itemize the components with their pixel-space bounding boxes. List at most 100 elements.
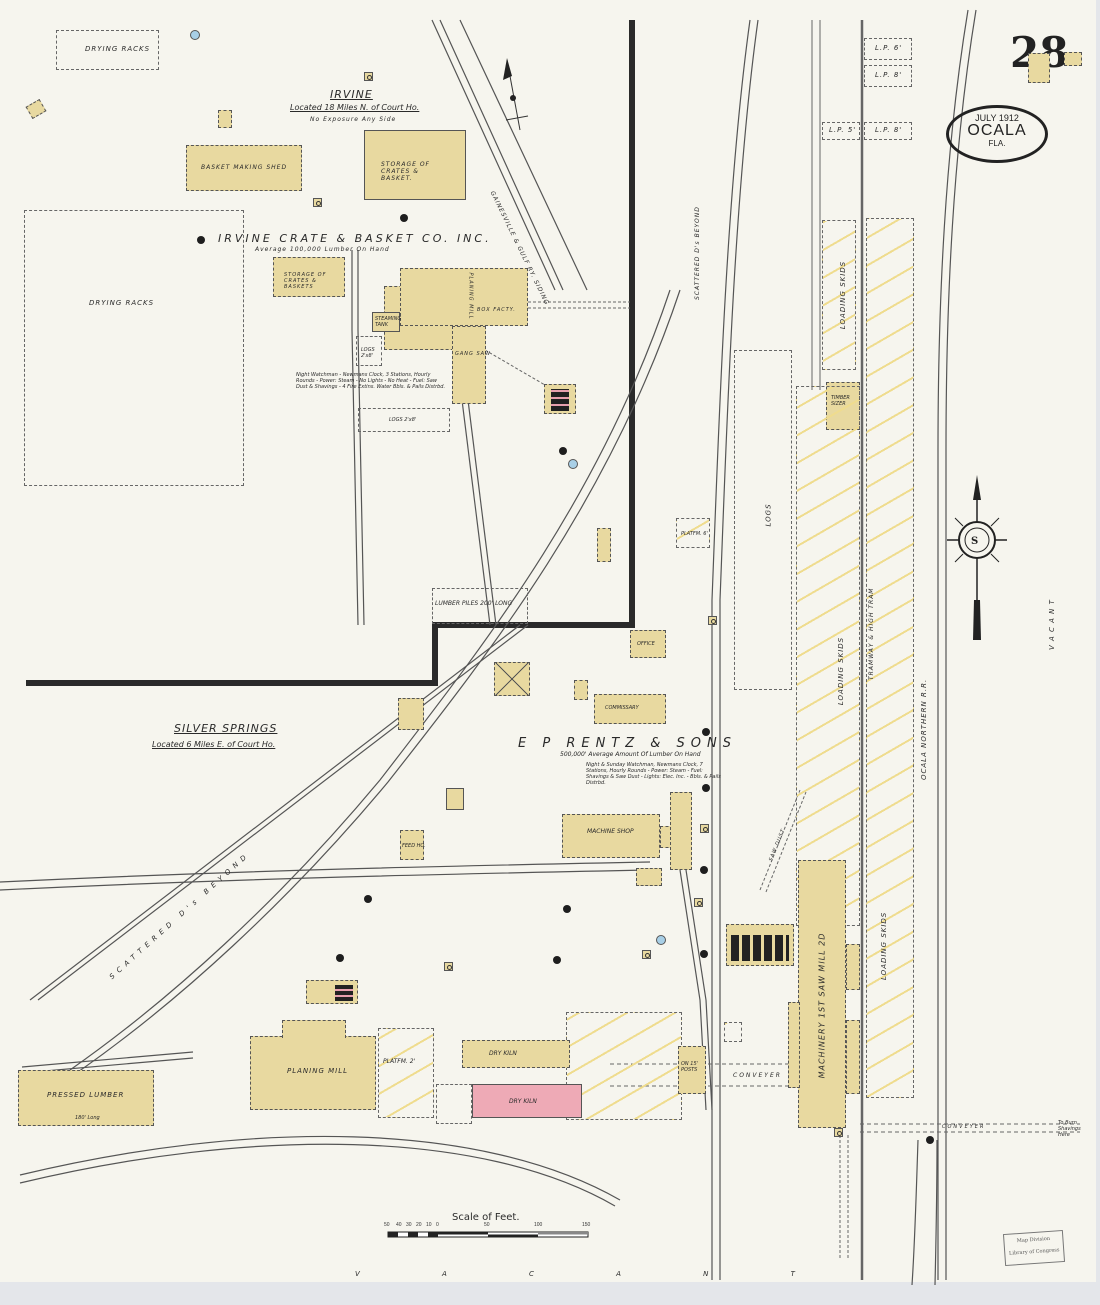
machine-shop-tower (670, 792, 692, 870)
platform-6-east (566, 1012, 682, 1120)
saw-mill: MACHINERY 1ST SAW MILL 2D (798, 860, 846, 1128)
blacksmith-shop (636, 868, 662, 886)
loading-skids-upper: LOADING SKIDS (822, 220, 856, 370)
title-ellipse: JULY 1912 OCALA FLA. (946, 105, 1048, 163)
lp-box-1: L.P. 6' (864, 38, 912, 60)
hydrant-icon (642, 950, 651, 959)
sheet-state: FLA. (988, 139, 1006, 148)
irvine-subtitle: Located 18 Miles N. of Court Ho. (290, 103, 420, 112)
hydrant-dot (702, 784, 710, 792)
lumber-piles: LUMBER PILES 200' LONG (432, 588, 528, 624)
platform-6: PLATFM. 6' (676, 518, 710, 548)
scattered-beyond-label-1: SCATTERED D's BEYOND (694, 206, 701, 300)
drying-racks-large: DRYING RACKS (24, 210, 244, 486)
water-tank-icon (568, 459, 578, 469)
logs-area-1: LOGS 2'x8' (356, 336, 382, 366)
planing-mill: PLANING MILL (250, 1036, 376, 1110)
hydrant-dot (563, 905, 571, 913)
small-building-oil (218, 110, 232, 128)
water-tank-icon (656, 935, 666, 945)
boilers-small (335, 985, 353, 1001)
hydrant-dot (336, 954, 344, 962)
hydrant-dot (559, 447, 567, 455)
dry-kiln-1: DRY KILN (462, 1040, 570, 1068)
hydrant-icon (694, 898, 703, 907)
drying-racks-top: DRYING RACKS (56, 30, 159, 70)
silver-springs-subtitle: Located 6 Miles E. of Court Ho. (152, 740, 276, 749)
hydrant-icon (708, 616, 717, 625)
oil-house (446, 788, 464, 810)
logs-area-2: LOGS 2'x8' (358, 408, 450, 432)
rentz-fire-note: Night & Sunday Watchman, Newmans Clock, … (586, 762, 721, 786)
platform-small (724, 1022, 742, 1042)
hydrant-icon (700, 824, 709, 833)
hydrant-dot (197, 236, 205, 244)
exhaust-house (544, 384, 576, 414)
small-building-stack (597, 528, 611, 562)
irvine-note: No Exposure Any Side (310, 116, 397, 123)
hydrant-icon (313, 198, 322, 207)
conveyer-label: CONVEYER (733, 1072, 782, 1079)
irvine-company: IRVINE CRATE & BASKET CO. INC. (218, 232, 492, 245)
hydrant-icon (364, 72, 373, 81)
vacant-right-label: V A C A N T (1048, 599, 1056, 650)
lp-box-4: L.P. 8' (864, 122, 912, 140)
to-burn-label: To Burn Shavings Here (1058, 1120, 1081, 1138)
basket-making-shed: BASKET MAKING SHED (186, 145, 302, 191)
office: OFFICE (630, 630, 666, 658)
boiler-fireboxes (551, 389, 569, 411)
machine-shop: MACHINE SHOP (562, 814, 660, 858)
boilers (731, 935, 789, 961)
hydrant-dot (700, 950, 708, 958)
svg-text:S: S (971, 536, 978, 547)
water-tank-icon (190, 30, 200, 40)
sheet-date: JULY 1912 (975, 113, 1019, 123)
irvine-lumber-note: Average 100,000 Lumber On Hand (255, 246, 390, 253)
hydrant-icon (834, 1128, 843, 1137)
conveyer-right-label: CONVEYER (942, 1124, 986, 1130)
scale-bar-graphic (387, 1231, 589, 1238)
hydrant-dot (926, 1136, 934, 1144)
dry-kiln-2: DRY KILN (472, 1084, 582, 1118)
irvine-fire-note: Night Watchman - Newmans Clock, 3 Statio… (296, 372, 446, 390)
hydrant-dot (700, 866, 708, 874)
loading-skids-lower-label: LOADING SKIDS (880, 911, 888, 980)
library-of-congress-stamp: Map Division Library of Congress (1002, 1229, 1066, 1267)
gang-saw-wing: GANG SAW (452, 326, 490, 404)
building-d-square (494, 662, 530, 696)
ocala-northern-label: OCALA NORTHERN R.R. (920, 678, 928, 780)
high-tram-hatch (866, 218, 914, 1098)
hydrant-dot (364, 895, 372, 903)
building-d-top (1028, 53, 1050, 83)
saw-filing (846, 944, 860, 990)
boiler-house (726, 924, 794, 966)
hydrant-dot (553, 956, 561, 964)
lp-box-2: L.P. 8' (864, 65, 912, 87)
silver-springs-title: SILVER SPRINGS (174, 722, 278, 735)
storage-crates-basket: STORAGE OF CRATES & BASKET. (364, 130, 466, 200)
loading-skids-middle: LOADING SKIDS (796, 386, 860, 926)
on-posts: ON 15' POSTS (678, 1046, 706, 1094)
hydrant-dot (400, 214, 408, 222)
saw-mill-west-wing (788, 1002, 800, 1088)
rentz-company: E P RENTZ & SONS (518, 736, 737, 751)
steaming-tank: STEAMING TANK (372, 312, 401, 332)
platform-lower (436, 1084, 472, 1124)
compass-rose: S (947, 475, 1007, 640)
scale-title: Scale of Feet. (452, 1212, 520, 1223)
irvine-title: IRVINE (330, 88, 373, 101)
commissary: COMMISSARY (594, 694, 666, 724)
boiler-house-small (306, 980, 358, 1004)
tramway-label: TRAMWAY & HIGH TRAM (868, 587, 875, 680)
hydrant-dot (702, 728, 710, 736)
platform-2: PLATFM. 2' (378, 1028, 434, 1118)
rentz-lumber-note: 500,000' Average Amount Of Lumber On Han… (560, 751, 701, 758)
irvine-planing-mill-box-facty: BOX FACTY.PLANING MILL (400, 268, 528, 326)
saw-mill-south-wing (846, 1020, 860, 1094)
building-d-small (1064, 52, 1082, 66)
hydrant-icon (444, 962, 453, 971)
building-d-left (398, 698, 424, 730)
